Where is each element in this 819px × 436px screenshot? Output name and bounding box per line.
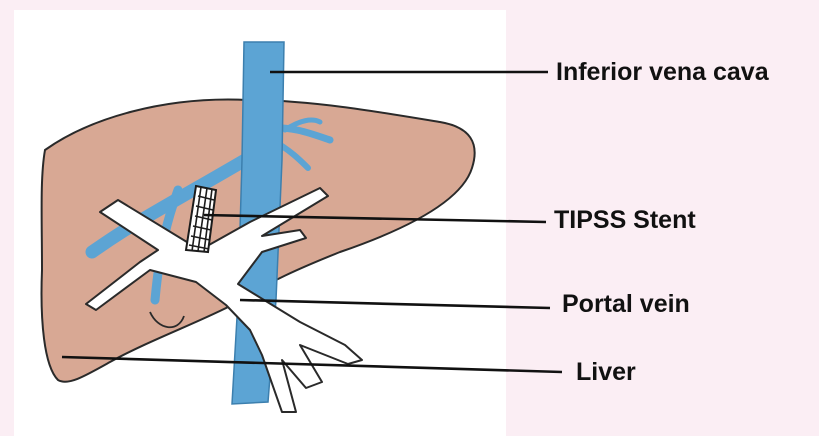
label-liver: Liver — [576, 360, 636, 385]
label-portal-vein: Portal vein — [562, 292, 690, 317]
label-tipss-stent: TIPSS Stent — [554, 208, 696, 233]
label-inferior-vena-cava: Inferior vena cava — [556, 60, 769, 85]
